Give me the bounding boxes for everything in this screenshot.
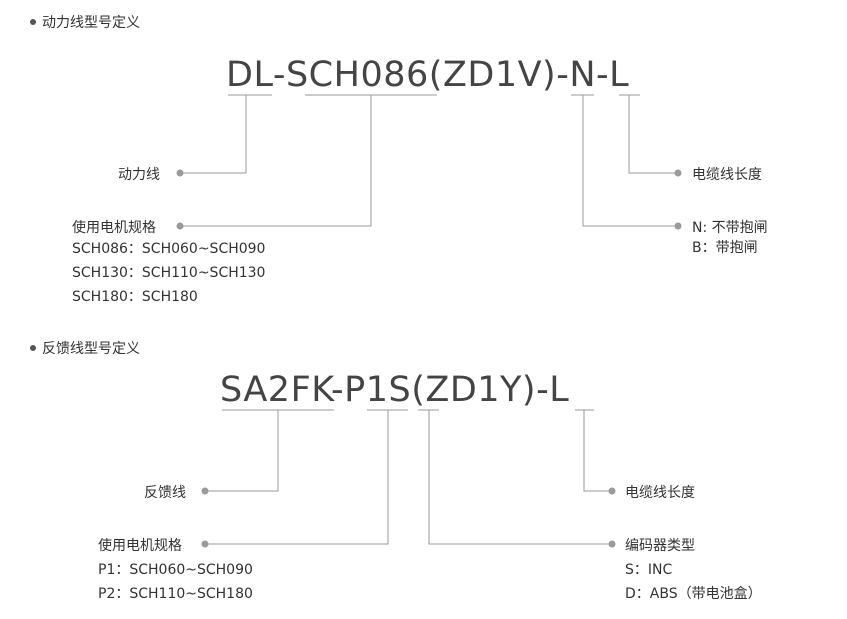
encoder-type-item: D：ABS（带电池盒）	[625, 586, 762, 602]
connector-dot	[201, 540, 209, 548]
motor-spec-item: SCH180：SCH180	[72, 289, 198, 305]
section1-title: 动力线型号定义	[30, 12, 140, 32]
encoder-type-item: S：INC	[625, 562, 673, 578]
cable-length-label: 电缆线长度	[692, 167, 762, 183]
power-cable-model-code: DL-SCH086(ZD1V)-N-L	[226, 55, 630, 95]
connector-dot	[608, 487, 616, 495]
motor-spec-label: 使用电机规格	[72, 220, 156, 236]
feedback-line-label: 反馈线	[144, 485, 186, 501]
motor-spec-label: 使用电机规格	[98, 538, 182, 554]
bullet-icon	[30, 19, 36, 25]
feedback-cable-model-code: SA2FK-P1S(ZD1Y)-L	[220, 370, 570, 410]
connector-dot	[674, 222, 682, 230]
motor-spec-item: P1：SCH060~SCH090	[98, 562, 253, 578]
brake-option-b: B：带抱闸	[692, 240, 758, 256]
motor-spec-item: SCH130：SCH110~SCH130	[72, 265, 266, 281]
bullet-icon	[30, 345, 36, 351]
motor-spec-item: P2：SCH110~SCH180	[98, 586, 253, 602]
motor-spec-item: SCH086：SCH060~SCH090	[72, 241, 266, 257]
connector-dot	[608, 540, 616, 548]
brake-option-n: N: 不带抱闸	[692, 220, 768, 236]
encoder-type-label: 编码器类型	[625, 538, 695, 554]
connector-dot	[176, 222, 184, 230]
power-line-label: 动力线	[118, 167, 160, 183]
connector-dot	[176, 169, 184, 177]
section2-title: 反馈线型号定义	[30, 338, 140, 358]
cable-length-label: 电缆线长度	[625, 485, 695, 501]
connector-dot	[674, 169, 682, 177]
connector-dot	[201, 487, 209, 495]
